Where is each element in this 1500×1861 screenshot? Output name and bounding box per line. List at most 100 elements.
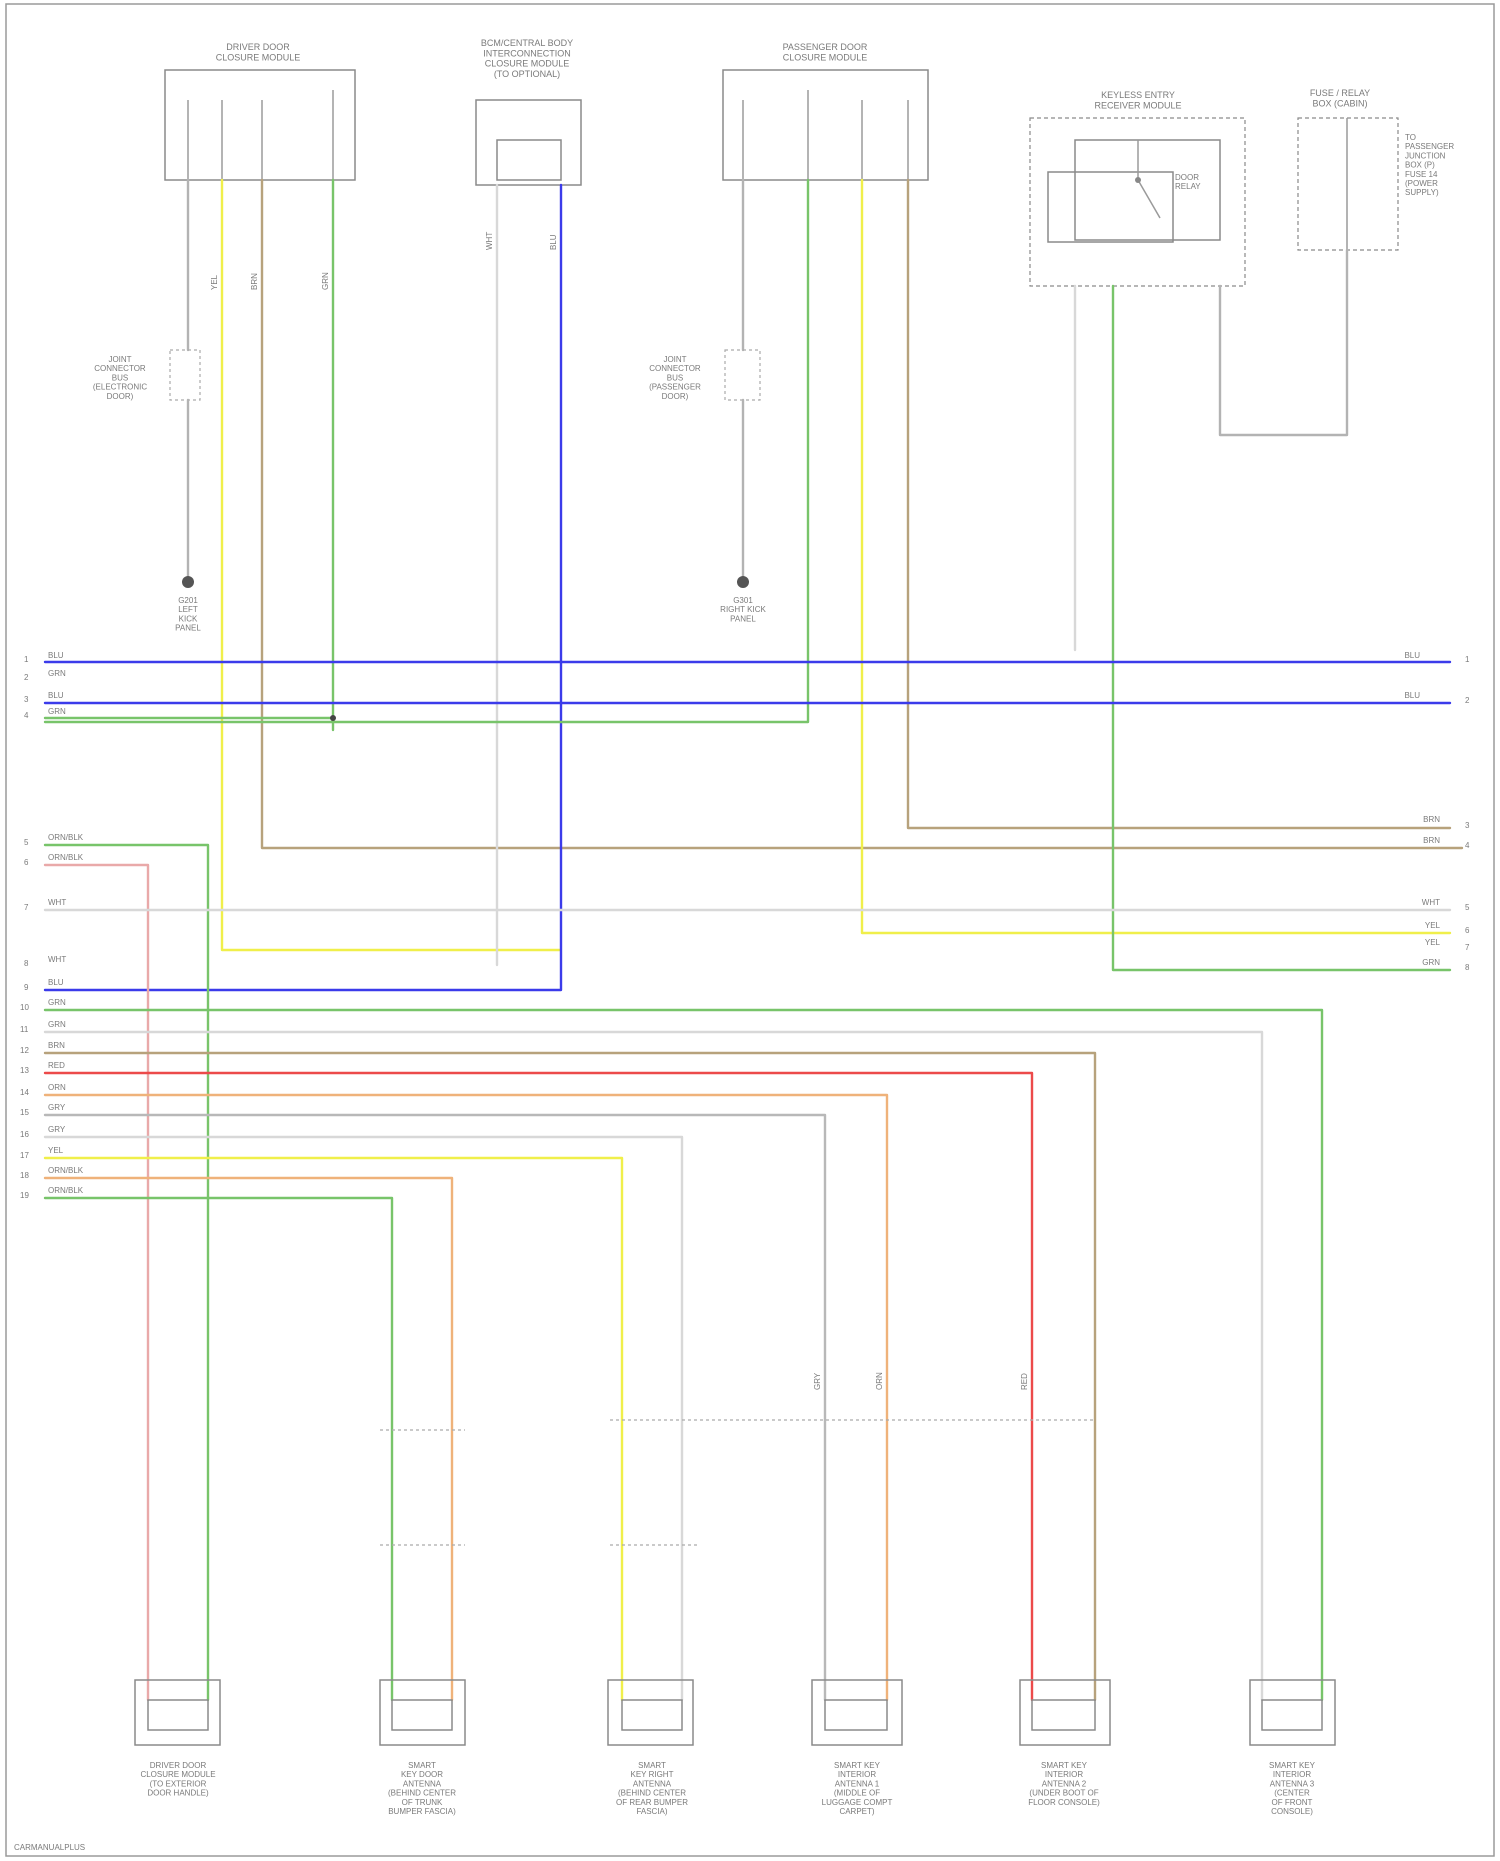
bus-right-num-5: 5 [1465, 903, 1470, 912]
bottom-splice-lines [380, 1420, 1095, 1545]
bus-right-label-5: WHT [1422, 898, 1440, 907]
bus-left-num-15: 15 [20, 1108, 29, 1117]
passenger-door-wires [45, 180, 1450, 933]
bcm-wires [45, 185, 561, 990]
bus-left-labels: BLU GRN BLU GRN ORN/BLK ORN/BLK WHT WHT … [48, 651, 84, 1195]
bus-left-label-16: GRY [48, 1125, 66, 1134]
bus-right-label-3: BRN [1423, 815, 1440, 824]
wire-tag-red: RED [1020, 1373, 1029, 1390]
bus-left-num-2: 2 [24, 673, 29, 682]
bus-right-label-7: YEL [1425, 938, 1441, 947]
bus-left-num-13: 13 [20, 1066, 29, 1075]
relay-contact [1135, 177, 1141, 183]
bus-right-labels: BLU BLU BRN BRN WHT YEL YEL GRN [1404, 651, 1440, 967]
bus-left-num-14: 14 [20, 1088, 29, 1097]
bus-left-num-19: 19 [20, 1191, 29, 1200]
wire-tag-yellow: YEL [210, 274, 219, 290]
bus-right-label-8: GRN [1422, 958, 1440, 967]
bus-left-num-16: 16 [20, 1130, 29, 1139]
bus-left-num-3: 3 [24, 695, 29, 704]
bus-left-num-11: 11 [20, 1025, 29, 1034]
bus-right-label-4: BRN [1423, 836, 1440, 845]
bus-left-label-3: BLU [48, 691, 64, 700]
bus-right-label-1: BLU [1404, 651, 1420, 660]
bus-left-num-12: 12 [20, 1046, 29, 1055]
bus-left-label-12: BRN [48, 1041, 65, 1050]
bus-left-label-19: ORN/BLK [48, 1186, 84, 1195]
bus-left-num-5: 5 [24, 838, 29, 847]
bus-right-num-1: 1 [1465, 655, 1470, 664]
bus-left-label-7: WHT [48, 898, 66, 907]
receiver-wires [1075, 250, 1450, 970]
bus-left-label-5: ORN/BLK [48, 833, 84, 842]
driver-door-wires [170, 180, 1462, 950]
bus-right-num-3: 3 [1465, 821, 1470, 830]
bus-left-label-10: GRN [48, 998, 66, 1007]
bus-left-num-9: 9 [24, 983, 29, 992]
bus-left-label-11: GRN [48, 1020, 66, 1029]
ground-g301 [737, 576, 749, 588]
bus-right-label-2: BLU [1404, 691, 1420, 700]
bus-left-num-8: 8 [24, 959, 29, 968]
wire-tag-gray: GRY [813, 1372, 822, 1390]
bus-left-label-17: YEL [48, 1146, 64, 1155]
bus-left-label-13: RED [48, 1061, 65, 1070]
bus-right-label-6: YEL [1425, 921, 1441, 930]
bus-left-label-6: ORN/BLK [48, 853, 84, 862]
footer-text: CARMANUALPLUS [14, 1843, 85, 1852]
bus-right-num-6: 6 [1465, 926, 1470, 935]
wire-tag-green: GRN [321, 272, 330, 290]
bus-left-num-4: 4 [24, 711, 29, 720]
bus-left-label-9: BLU [48, 978, 64, 987]
ground-g201 [182, 576, 194, 588]
bus-left-label-18: ORN/BLK [48, 1166, 84, 1175]
bus-left-num-6: 6 [24, 858, 29, 867]
bus-left-label-4: GRN [48, 707, 66, 716]
bus-left-num-18: 18 [20, 1171, 29, 1180]
bus-left-num-10: 10 [20, 1003, 29, 1012]
wire-tag-brown: BRN [250, 273, 259, 290]
bus-left-label-1: BLU [48, 651, 64, 660]
bus-left-num-7: 7 [24, 903, 29, 912]
wire-tag-orange: ORN [875, 1372, 884, 1390]
bus-left-num-17: 17 [20, 1151, 29, 1160]
bus-right-numbers: 1 2 3 4 5 6 7 8 [1465, 655, 1470, 972]
bus-left-label-8: WHT [48, 955, 66, 964]
bus-left-label-15: GRY [48, 1103, 66, 1112]
bus-left-numbers: 1 2 3 4 5 6 7 8 9 10 11 12 13 14 15 16 1… [20, 655, 29, 1200]
bus-right-num-2: 2 [1465, 696, 1470, 705]
bus-splice [330, 715, 336, 721]
wire-tag-white: WHT [485, 232, 494, 250]
bus-right-num-7: 7 [1465, 943, 1470, 952]
wire-tag-blue: BLU [549, 234, 558, 250]
bus-left-label-14: ORN [48, 1083, 66, 1092]
